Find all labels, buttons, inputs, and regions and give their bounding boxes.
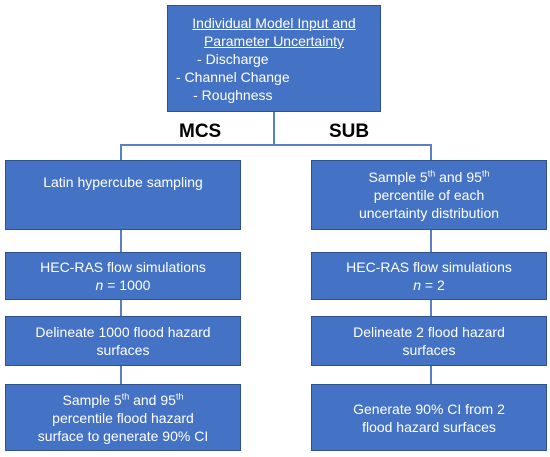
sub-step-3-box: Delineate 2 flood hazard surfaces bbox=[311, 316, 547, 366]
sub-step-2-line-1: HEC-RAS flow simulations bbox=[346, 259, 512, 275]
mcs-step-4-line-2: percentile flood hazard bbox=[52, 409, 194, 426]
mcs-step-2-line-1: HEC-RAS flow simulations bbox=[40, 259, 206, 275]
connector-left-down bbox=[120, 144, 122, 160]
n-value: = 2 bbox=[421, 277, 445, 293]
sub-step-1-sup-2: th bbox=[481, 168, 490, 179]
input-uncertainty-title: Individual Model Input and Parameter Unc… bbox=[192, 14, 355, 50]
connector-sub-1-2 bbox=[430, 230, 432, 252]
list-item-channel-change: - Channel Change bbox=[176, 69, 290, 85]
mcs-step-1-box: Latin hypercube sampling bbox=[5, 160, 241, 230]
input-uncertainty-box: Individual Model Input and Parameter Unc… bbox=[167, 5, 381, 112]
sub-step-1-line-2: percentile of each bbox=[373, 187, 485, 203]
connector-sub-2-3 bbox=[430, 300, 432, 316]
sub-step-2-box: HEC-RAS flow simulations n = 2 bbox=[311, 252, 547, 300]
mcs-step-1-text: Latin hypercube sampling bbox=[43, 174, 203, 190]
sub-step-1-line-1: Sample 5th and 95th bbox=[369, 168, 490, 186]
sub-step-1-text-b: and 95 bbox=[435, 169, 482, 185]
list-item-roughness: - Roughness bbox=[193, 87, 273, 103]
connector-horizontal bbox=[120, 144, 431, 146]
mcs-step-2-box: HEC-RAS flow simulations n = 1000 bbox=[5, 252, 241, 300]
mcs-step-4-line-1: Sample 5th and 95th bbox=[63, 391, 184, 409]
mcs-label: MCS bbox=[179, 121, 222, 142]
sub-step-1-text-a: Sample 5 bbox=[368, 169, 428, 185]
n-variable: n bbox=[413, 277, 422, 293]
sub-step-4-line-1: Generate 90% CI from 2 bbox=[353, 400, 505, 417]
mcs-step-3-box: Delineate 1000 flood hazard surfaces bbox=[5, 316, 241, 366]
connector-mcs-2-3 bbox=[120, 300, 122, 316]
n-value: = 1000 bbox=[103, 277, 151, 293]
sub-step-1-box: Sample 5th and 95th percentile of each u… bbox=[311, 160, 547, 230]
uncertainty-list: - Discharge - Channel Change - Roughness bbox=[168, 50, 290, 104]
sub-step-4-line-2: flood hazard surfaces bbox=[362, 418, 496, 435]
connector-right-down bbox=[430, 144, 432, 160]
sub-step-3-line-2: surfaces bbox=[402, 342, 456, 358]
mcs-step-4-line-3: surface to generate 90% CI bbox=[37, 427, 209, 444]
sub-label: SUB bbox=[329, 121, 370, 142]
mcs-step-4-sup-1: th bbox=[121, 390, 130, 401]
mcs-step-2-line-2: n = 1000 bbox=[96, 276, 151, 294]
mcs-step-3-line-1: Delineate 1000 flood hazard bbox=[35, 324, 211, 340]
n-variable: n bbox=[95, 277, 104, 293]
mcs-step-4-text-a: Sample 5 bbox=[62, 391, 122, 408]
title-line-1: Individual Model Input and bbox=[192, 15, 356, 31]
mcs-step-4-sup-2: th bbox=[175, 390, 184, 401]
sub-step-4-box: Generate 90% CI from 2 flood hazard surf… bbox=[311, 384, 547, 451]
mcs-step-3-line-2: surfaces bbox=[96, 342, 150, 358]
sub-step-3-line-1: Delineate 2 flood hazard bbox=[353, 324, 505, 340]
sub-step-1-sup-1: th bbox=[427, 168, 436, 179]
mcs-step-4-box: Sample 5th and 95th percentile flood haz… bbox=[5, 384, 241, 451]
sub-step-1-line-3: uncertainty distribution bbox=[358, 205, 500, 221]
connector-sub-3-4 bbox=[430, 366, 432, 384]
connector-top-down bbox=[273, 112, 275, 145]
connector-mcs-1-2 bbox=[120, 230, 122, 252]
connector-mcs-3-4 bbox=[120, 366, 122, 384]
sub-step-2-line-2: n = 2 bbox=[413, 276, 445, 294]
title-line-2: Parameter Uncertainty bbox=[203, 33, 345, 49]
list-item-discharge: - Discharge bbox=[197, 51, 269, 67]
mcs-step-4-text-b: and 95 bbox=[129, 391, 176, 408]
